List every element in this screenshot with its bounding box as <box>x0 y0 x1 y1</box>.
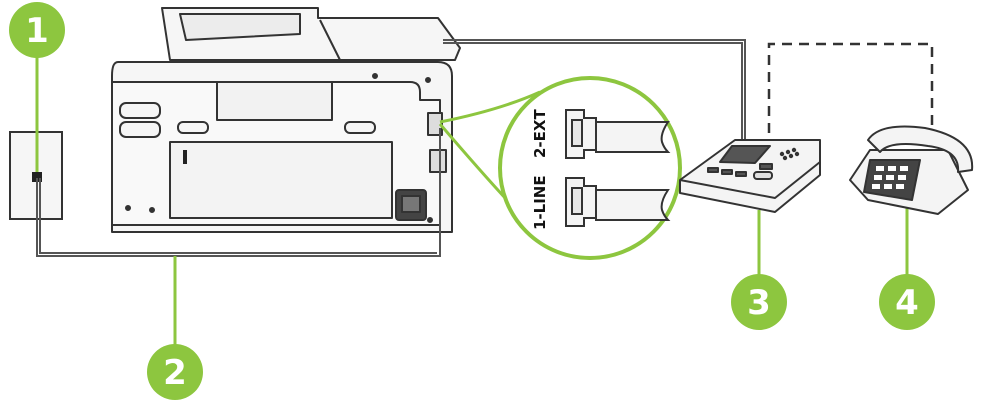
callout-2: 2 <box>147 344 203 400</box>
callout-1: 1 <box>9 2 65 58</box>
telephone-icon <box>849 125 974 215</box>
phone-cord-lines <box>36 39 746 257</box>
callout-4: 4 <box>879 274 935 330</box>
callout-3: 3 <box>731 274 787 330</box>
printer-icon <box>111 7 461 233</box>
phone-plug-icon <box>565 109 671 159</box>
svg-text:1: 1 <box>25 11 49 51</box>
port-label-ext: 2-EXT <box>531 109 549 158</box>
svg-text:2: 2 <box>163 353 187 393</box>
phone-plug-icon <box>565 177 671 227</box>
answering-machine-to-phone-line <box>767 42 934 150</box>
port-label-line: 1-LINE <box>531 175 549 230</box>
svg-text:3: 3 <box>747 283 771 323</box>
svg-text:4: 4 <box>895 283 919 323</box>
answering-machine-icon <box>679 139 821 213</box>
port-magnifier: 2-EXT 1-LINE <box>498 76 682 260</box>
